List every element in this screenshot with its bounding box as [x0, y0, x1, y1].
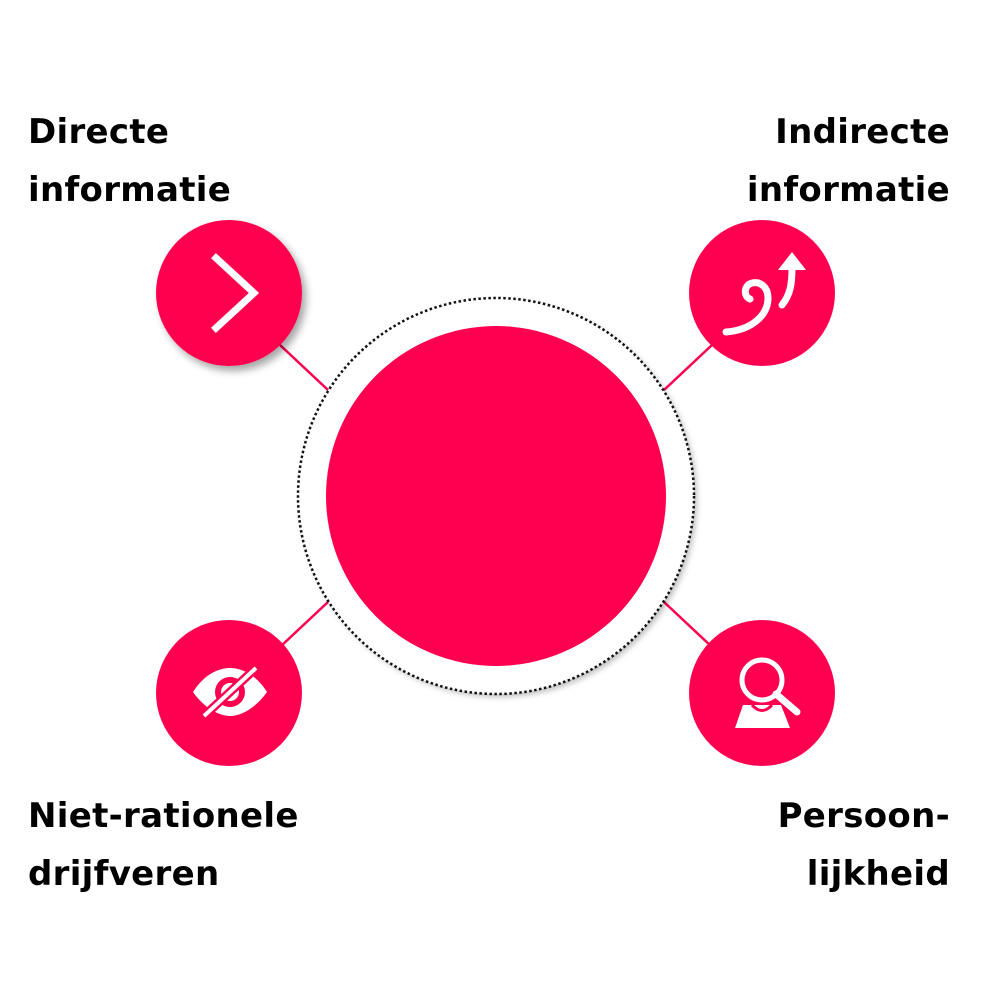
label-line: Niet-rationele	[28, 796, 299, 836]
label-line: Indirecte	[775, 112, 950, 152]
eye-slash-icon	[193, 664, 267, 720]
connector-bottom-right	[663, 601, 713, 648]
label-line: informatie	[28, 170, 232, 210]
label-line: informatie	[746, 170, 950, 210]
center-node	[296, 296, 696, 696]
person-search-icon	[735, 657, 801, 728]
node-persoonlijkheid[interactable]	[689, 620, 835, 766]
node-directe-informatie[interactable]	[156, 220, 302, 366]
chevron-right-icon	[211, 253, 260, 333]
label-line: lijkheid	[806, 854, 950, 894]
connector-lines	[279, 344, 713, 648]
label-directe-informatie: Directe informatie	[28, 103, 231, 219]
label-line: drijfveren	[28, 854, 220, 894]
node-indirecte-informatie[interactable]	[689, 220, 835, 366]
connector-bottom-left	[279, 601, 329, 648]
label-niet-rationele-drijfveren: Niet-rationele drijfveren	[28, 787, 299, 903]
label-line: Persoon-	[777, 796, 950, 836]
center-circle	[326, 326, 666, 666]
node-niet-rationele-drijfveren[interactable]	[156, 620, 302, 766]
label-line: Directe	[28, 112, 170, 152]
center-ring-dotted	[296, 296, 696, 696]
connector-top-left	[279, 344, 329, 391]
ear-arrow-icon	[722, 252, 806, 336]
label-indirecte-informatie: Indirecte informatie	[747, 103, 950, 219]
connector-top-right	[663, 344, 713, 391]
label-persoonlijkheid: Persoon- lijkheid	[778, 787, 950, 903]
